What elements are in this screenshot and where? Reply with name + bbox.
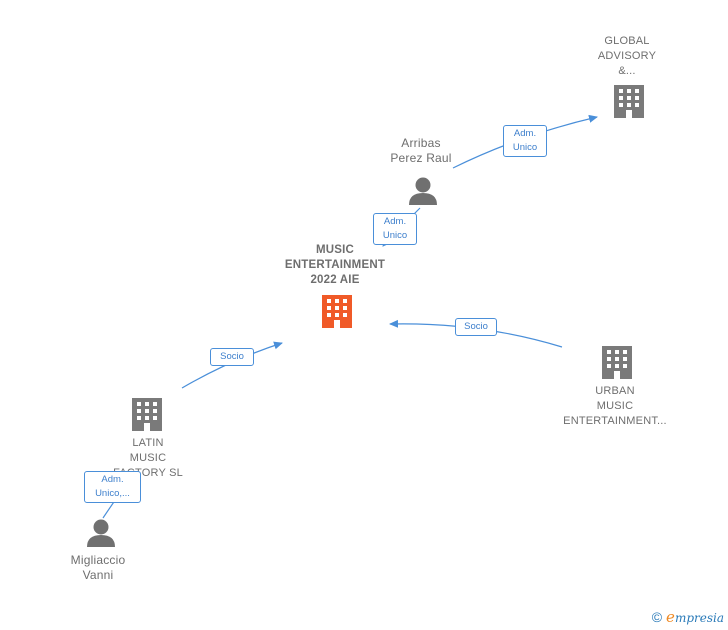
building-icon-latin[interactable] (132, 398, 162, 431)
copyright-icon: © (651, 609, 663, 625)
building-icon-urban[interactable] (602, 346, 632, 379)
node-label-urban-music-entertainment[interactable]: URBAN MUSIC ENTERTAINMENT... (563, 385, 667, 427)
edge-badge-latin-music[interactable]: Socio (210, 348, 254, 366)
node-label-migliaccio-vanni[interactable]: Migliaccio Vanni (70, 553, 126, 582)
building-icon-music-main[interactable] (322, 295, 352, 328)
edge-badge-urban-music[interactable]: Socio (455, 318, 497, 336)
node-label-global-advisory[interactable]: GLOBAL ADVISORY &... (597, 35, 657, 77)
person-icon-migliaccio[interactable] (87, 519, 115, 548)
person-icon-arribas[interactable] (409, 177, 437, 206)
empresia-logo: ©empresia (651, 608, 724, 626)
edge-badge-arribas-music[interactable]: Adm. Unico (373, 213, 417, 245)
edge-badge-arribas-global[interactable]: Adm. Unico (503, 125, 547, 157)
node-label-arribas-perez-raul[interactable]: Arribas Perez Raul (390, 136, 452, 165)
node-label-music-entertainment-main[interactable]: MUSIC ENTERTAINMENT 2022 AIE (284, 244, 386, 286)
edge-badge-migliaccio-latin[interactable]: Adm. Unico,... (84, 471, 141, 503)
building-icon-global[interactable] (614, 85, 644, 118)
